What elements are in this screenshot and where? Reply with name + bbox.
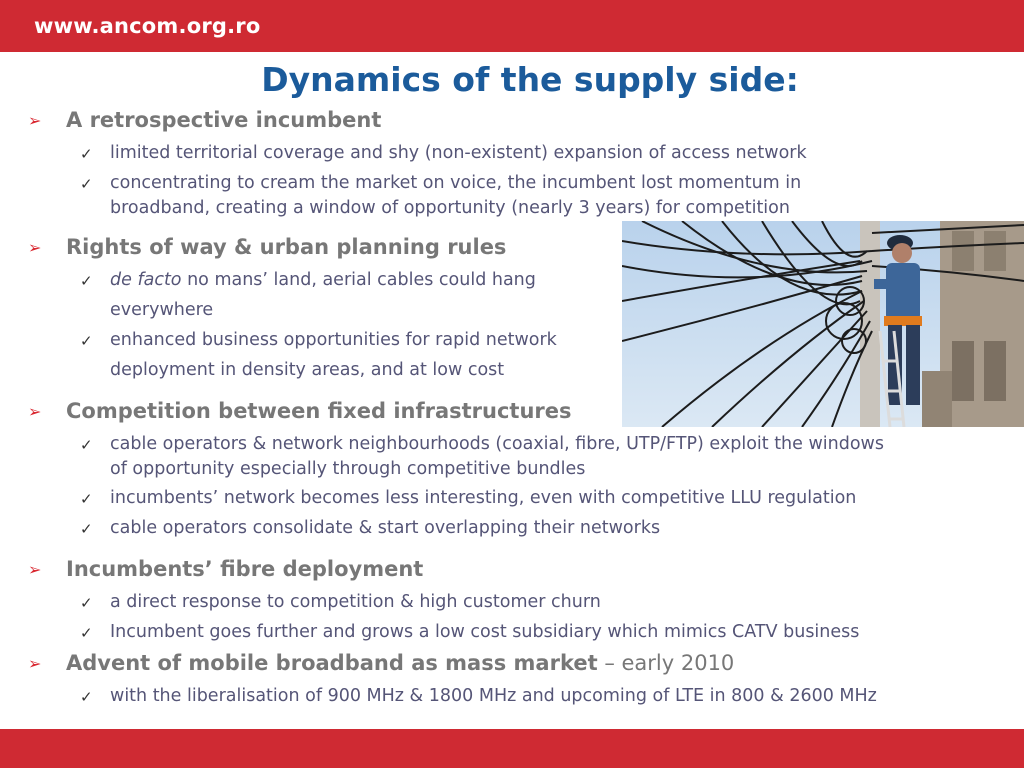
arrow-bullet-icon: ➢ [28, 560, 42, 579]
arrow-bullet-icon: ➢ [28, 654, 42, 673]
arrow-bullet-icon: ➢ [28, 402, 42, 421]
slide-title: Dynamics of the supply side: [261, 60, 799, 99]
arrow-bullet-icon: ➢ [28, 238, 42, 257]
photo-lineman-cables [622, 221, 1024, 427]
cables-photo-illustration [622, 221, 1024, 427]
checkmark-icon: ✓ [80, 624, 93, 642]
site-url[interactable]: www.ancom.org.ro [34, 14, 261, 38]
checkmark-icon: ✓ [80, 175, 93, 193]
checkmark-icon: ✓ [80, 594, 93, 612]
checkmark-icon: ✓ [80, 520, 93, 538]
arrow-bullet-icon: ➢ [28, 111, 42, 130]
checkmark-icon: ✓ [80, 145, 93, 163]
checkmark-icon: ✓ [80, 272, 93, 290]
checkmark-icon: ✓ [80, 688, 93, 706]
checkmark-icon: ✓ [80, 490, 93, 508]
checkmark-icon: ✓ [80, 332, 93, 350]
checkmark-icon: ✓ [80, 436, 93, 454]
footer-bar [0, 729, 1024, 768]
header-bar: www.ancom.org.ro [0, 0, 1024, 52]
